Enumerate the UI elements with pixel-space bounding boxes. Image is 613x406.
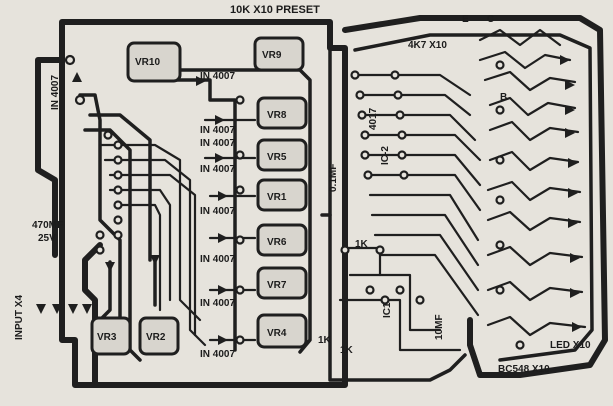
resistor-1k-top-label: 1K [355,239,369,250]
vr6-body [256,223,308,257]
ic2-label: IC-2 [380,146,391,165]
vr2-body [138,316,180,356]
diode-icon [196,76,206,86]
vr4-label: VR4 [267,328,287,339]
led-label: LED X10 [550,340,591,351]
capacitor-10-label: 10MF [434,314,445,340]
vr10-label: VR10 [135,57,160,68]
diode-3-label: IN 4007 [200,164,235,175]
vr8-label: VR8 [267,110,287,121]
diode-icon [36,304,46,314]
diode-2-label: IN 4007 [200,125,235,136]
diode-left-label: IN 4007 [50,75,61,110]
vr9-body [253,36,305,72]
diode-1-label: IN 4007 [200,71,235,82]
vr9-label: VR9 [262,50,282,61]
resistor-1k-bottom-label: 1K [318,335,332,346]
resistor-array-label: 4K7 X10 [408,40,447,51]
capacitor-01-label: 0.1MF [328,164,339,192]
pad-group [64,54,525,350]
diode-icon [218,233,228,243]
vr7-label: VR7 [267,280,287,291]
ic2-block [328,48,482,352]
vr3-body [90,316,132,356]
vr5-body [256,138,308,172]
diode-icon [150,255,160,265]
vr8-body [256,96,308,130]
bottom-bus-trace [82,242,103,388]
vr5-label: VR5 [267,152,287,163]
vr6-label: VR6 [267,237,287,248]
vr1-label: VR1 [267,192,287,203]
diode-icon [105,262,115,272]
diode-icon [215,153,225,163]
emitter-label: E [462,14,469,25]
preset-group [90,36,308,356]
vr2-label: VR2 [146,332,166,343]
diode-6-label: IN 4007 [200,298,235,309]
ic1-label: IC1 [382,302,393,318]
vr3-label: VR3 [97,332,117,343]
right-block-outline [342,15,608,378]
vr1-body [256,178,308,212]
transistor-led-group [478,28,587,337]
diode-icon [218,285,228,295]
vr4-body [256,313,308,349]
diode-icon [52,304,62,314]
capacitor-470-label: 470MF [32,220,63,231]
vr10-body [126,41,182,83]
preset-label: 10K X10 PRESET [230,4,320,16]
ic2-part-label: 4017 [368,107,379,130]
diode-5-label: IN 4007 [200,254,235,265]
diode-icon [82,304,92,314]
vr7-body [256,266,308,300]
diode-icon [218,191,228,201]
left-bus-trace [35,57,65,258]
diode-icon [72,72,82,82]
right-inner-outline [353,33,594,362]
collector-label: C [487,14,494,25]
diode-icon [215,115,225,125]
diode-8-label: IN 4007 [200,138,235,149]
capacitor-25v-label: 25V [38,233,56,244]
input-label: INPUT X4 [14,295,25,340]
transistor-label: BC548 X10 [498,364,550,375]
resistor-1k-lower-label: 1K [340,345,354,356]
diode-7-label: IN 4007 [200,349,235,360]
diode-group [36,72,228,345]
diode-icon [218,335,228,345]
base-label: B [500,92,507,103]
diode-4-label: IN 4007 [200,206,235,217]
diode-icon [68,304,78,314]
